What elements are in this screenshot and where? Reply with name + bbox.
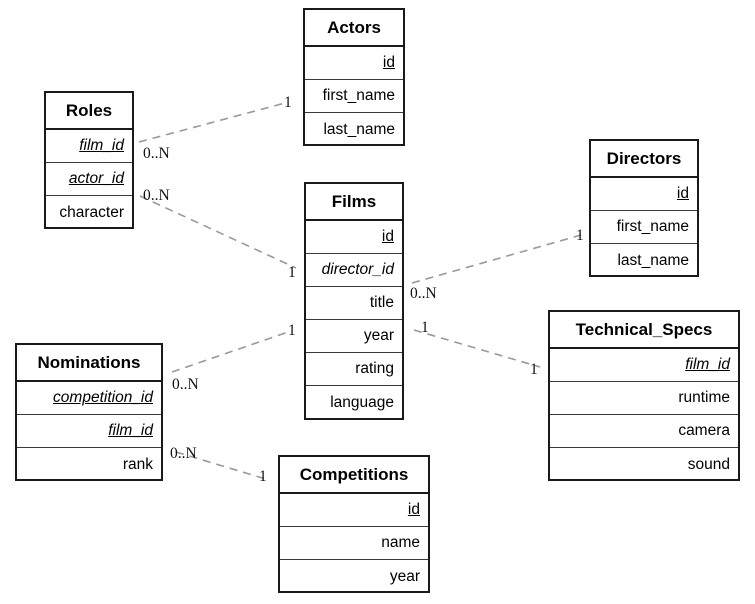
attribute-actors-id[interactable]: id [305, 47, 403, 80]
attribute-label: sound [687, 455, 730, 473]
attribute-technical_specs-runtime[interactable]: runtime [550, 382, 738, 415]
attribute-roles-film_id[interactable]: film_id [46, 130, 132, 163]
attribute-label: year [363, 327, 394, 345]
attribute-competitions-id[interactable]: id [280, 494, 428, 527]
attribute-label: film_id [79, 137, 124, 155]
attribute-nominations-competition_id[interactable]: competition_id [17, 382, 161, 415]
cardinality-roles-films-from: 0..N [143, 187, 170, 204]
connector-films-directors [411, 234, 582, 284]
attribute-label: id [381, 228, 394, 246]
attribute-label: character [59, 203, 124, 221]
attribute-label: last_name [323, 120, 395, 138]
attribute-films-director_id[interactable]: director_id [306, 254, 402, 287]
attribute-label: director_id [321, 261, 394, 279]
attribute-competitions-name[interactable]: name [280, 527, 428, 560]
entity-title-actors: Actors [305, 10, 403, 47]
entity-title-nominations: Nominations [17, 345, 161, 382]
cardinality-films-directors-to: 1 [576, 227, 584, 244]
connector-roles-actors [138, 102, 286, 143]
attribute-label: runtime [678, 389, 730, 407]
attribute-label: id [382, 54, 395, 72]
attribute-label: language [330, 393, 394, 411]
connector-nominations-films [171, 330, 292, 373]
cardinality-nominations-competitions-to: 1 [259, 468, 267, 485]
attribute-nominations-film_id[interactable]: film_id [17, 415, 161, 448]
cardinality-nominations-films-from: 0..N [172, 376, 199, 393]
attribute-label: rating [355, 360, 394, 378]
attribute-directors-last_name[interactable]: last_name [591, 244, 697, 277]
attribute-actors-first_name[interactable]: first_name [305, 80, 403, 113]
entity-title-films: Films [306, 184, 402, 221]
connector-roles-films [139, 195, 297, 269]
cardinality-films-technical_specs-to: 1 [530, 361, 538, 378]
attribute-label: year [389, 567, 420, 585]
entity-title-roles: Roles [46, 93, 132, 130]
cardinality-nominations-competitions-from: 0..N [170, 445, 197, 462]
attribute-label: first_name [616, 218, 689, 236]
attribute-label: competition_id [53, 389, 153, 407]
attribute-label: film_id [685, 356, 730, 374]
attribute-directors-id[interactable]: id [591, 178, 697, 211]
attribute-label: name [381, 534, 420, 552]
attribute-label: id [676, 185, 689, 203]
attribute-films-title[interactable]: title [306, 287, 402, 320]
attribute-label: camera [678, 422, 730, 440]
attribute-label: actor_id [68, 170, 124, 188]
attribute-competitions-year[interactable]: year [280, 560, 428, 593]
attribute-roles-character[interactable]: character [46, 196, 132, 229]
cardinality-roles-films-to: 1 [288, 264, 296, 281]
attribute-films-year[interactable]: year [306, 320, 402, 353]
attribute-label: last_name [617, 251, 689, 269]
entity-title-technical_specs: Technical_Specs [550, 312, 738, 349]
attribute-films-id[interactable]: id [306, 221, 402, 254]
cardinality-roles-actors-to: 1 [284, 94, 292, 111]
entity-actors[interactable]: Actors id first_name last_name [303, 8, 405, 146]
attribute-directors-first_name[interactable]: first_name [591, 211, 697, 244]
cardinality-nominations-films-to: 1 [288, 322, 296, 339]
attribute-label: first_name [322, 87, 395, 105]
attribute-label: id [407, 501, 420, 519]
cardinality-films-directors-from: 0..N [410, 285, 437, 302]
connector-films-technical_specs [413, 329, 541, 368]
attribute-technical_specs-sound[interactable]: sound [550, 448, 738, 481]
entity-title-competitions: Competitions [280, 457, 428, 494]
attribute-actors-last_name[interactable]: last_name [305, 113, 403, 146]
attribute-technical_specs-film_id[interactable]: film_id [550, 349, 738, 382]
attribute-films-rating[interactable]: rating [306, 353, 402, 386]
attribute-films-language[interactable]: language [306, 386, 402, 419]
attribute-label: film_id [108, 422, 153, 440]
entity-competitions[interactable]: Competitions id name year [278, 455, 430, 593]
cardinality-roles-actors-from: 0..N [143, 145, 170, 162]
entity-title-directors: Directors [591, 141, 697, 178]
entity-directors[interactable]: Directors id first_name last_name [589, 139, 699, 277]
attribute-label: rank [122, 455, 153, 473]
attribute-technical_specs-camera[interactable]: camera [550, 415, 738, 448]
cardinality-films-technical_specs-from: 1 [421, 319, 429, 336]
attribute-roles-actor_id[interactable]: actor_id [46, 163, 132, 196]
attribute-label: title [369, 294, 394, 312]
entity-roles[interactable]: Roles film_id actor_id character [44, 91, 134, 229]
attribute-nominations-rank[interactable]: rank [17, 448, 161, 481]
